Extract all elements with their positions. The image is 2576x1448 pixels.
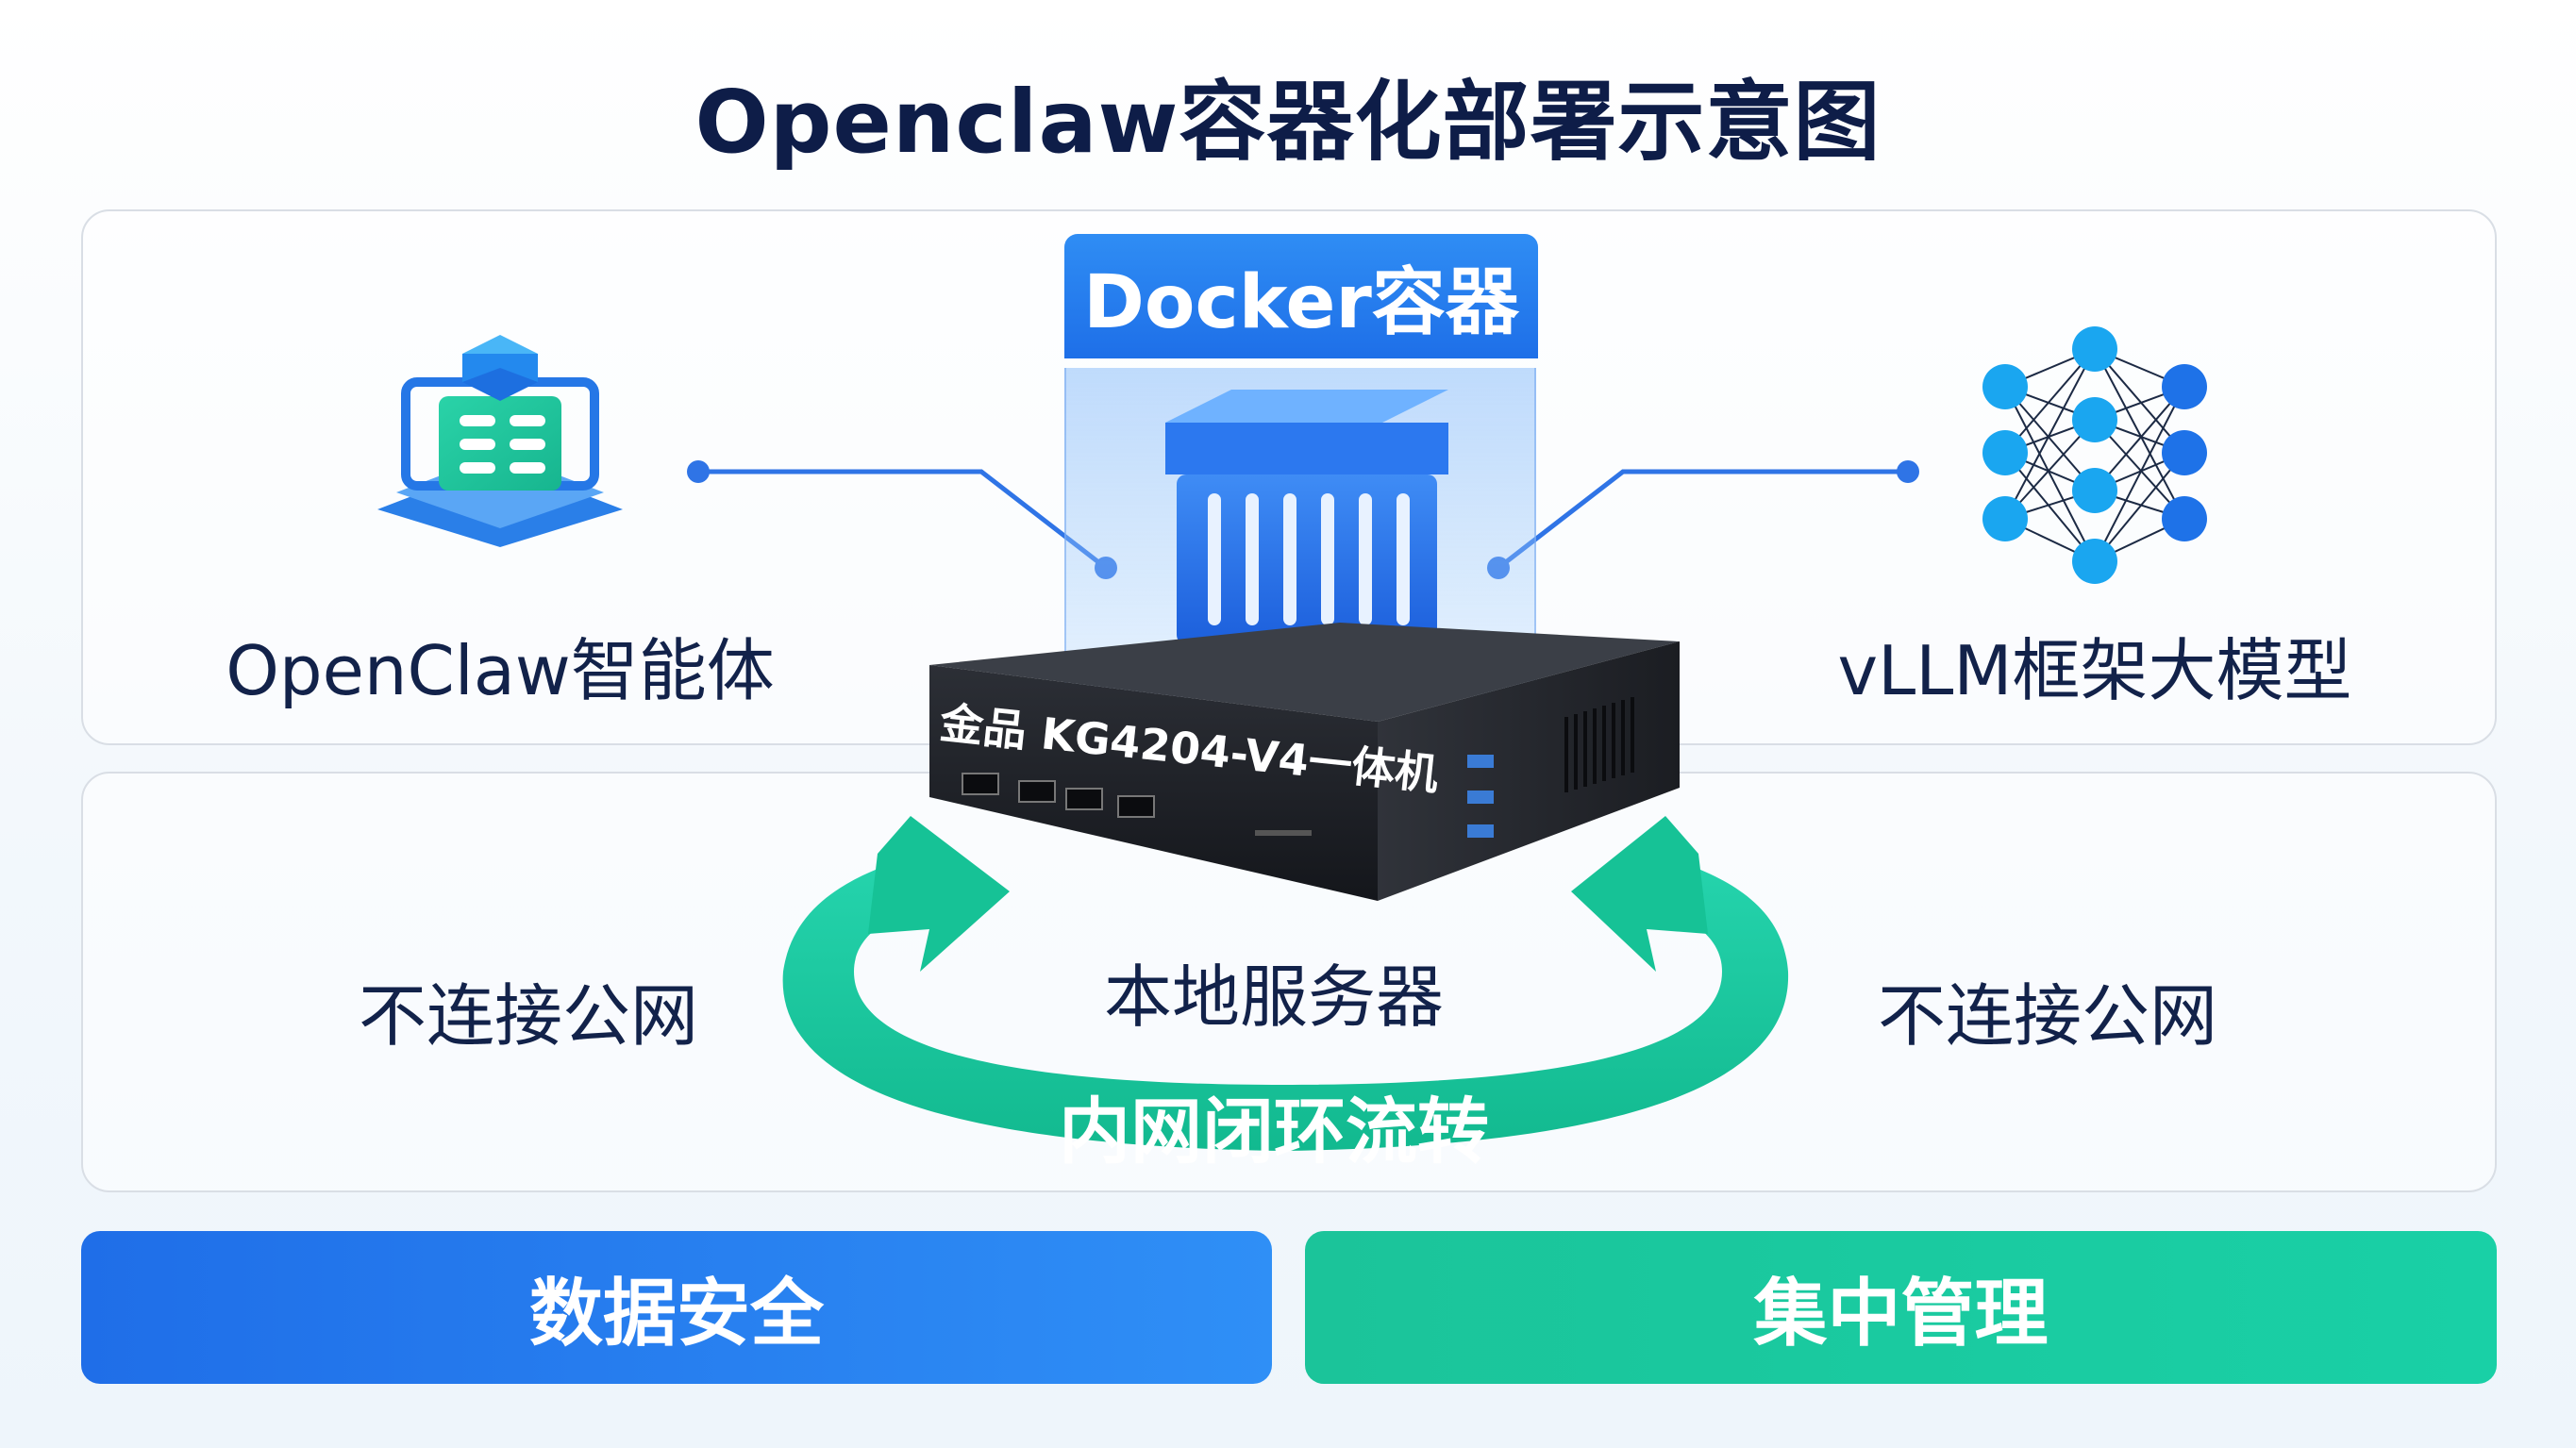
right-network-label: 不连接公网 [1878, 976, 2218, 1056]
neural-network-icon [1982, 326, 2207, 584]
connector-right [1497, 469, 1908, 570]
loop-arrowhead-left [868, 816, 1010, 972]
local-server-label: 本地服务器 [1104, 957, 1445, 1037]
central-management-banner: 集中管理 [1305, 1231, 2497, 1384]
agent-label: OpenClaw智能体 [226, 631, 775, 710]
container-box-icon [1165, 390, 1448, 644]
loop-arrowhead-right [1571, 816, 1708, 972]
left-network-label: 不连接公网 [359, 976, 699, 1056]
llm-label: vLLM框架大模型 [1837, 631, 2352, 710]
loop-label: 内网闭环流转 [1059, 1090, 1489, 1173]
agent-stack-icon [377, 335, 623, 547]
loop-arc-left [782, 858, 1283, 1151]
loop-arc-right [1283, 858, 1789, 1151]
page-title: Openclaw容器化部署示意图 [694, 72, 1882, 173]
data-security-banner: 数据安全 [81, 1231, 1272, 1384]
docker-header: Docker容器 [1064, 234, 1538, 358]
server-device-icon [929, 623, 1680, 901]
connector-left [698, 469, 1108, 570]
